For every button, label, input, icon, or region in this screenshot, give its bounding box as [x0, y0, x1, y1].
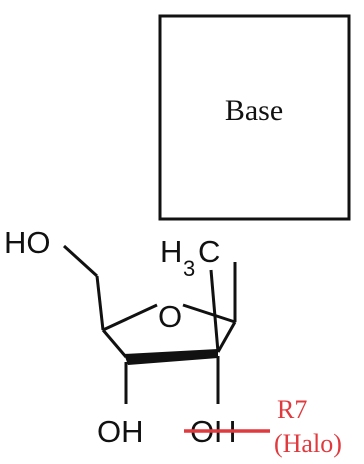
base-label: Base — [225, 94, 283, 127]
ring-bond-c2-c1 — [216, 321, 237, 353]
ring-bond-c4-c3 — [101, 329, 128, 358]
methyl-bond — [209, 269, 220, 353]
methyl-h-label: H — [160, 234, 182, 269]
methyl-c-label: C — [198, 234, 220, 269]
r7-label: R7 — [277, 395, 307, 424]
ring-bond-c4-o — [102, 303, 158, 332]
oh-left-label: OH — [97, 414, 144, 449]
ring-bond-c3-c2-bold — [124, 349, 218, 365]
methyl-subscript-3: 3 — [183, 256, 195, 281]
ho-label: HO — [4, 225, 51, 260]
c5-c4-bond — [95, 275, 105, 331]
ring-bond-o-c1 — [182, 303, 236, 324]
ring-oxygen-label: O — [158, 299, 182, 334]
ho-bond — [62, 244, 99, 278]
halo-label: (Halo) — [274, 429, 342, 458]
base-box — [158, 14, 351, 221]
